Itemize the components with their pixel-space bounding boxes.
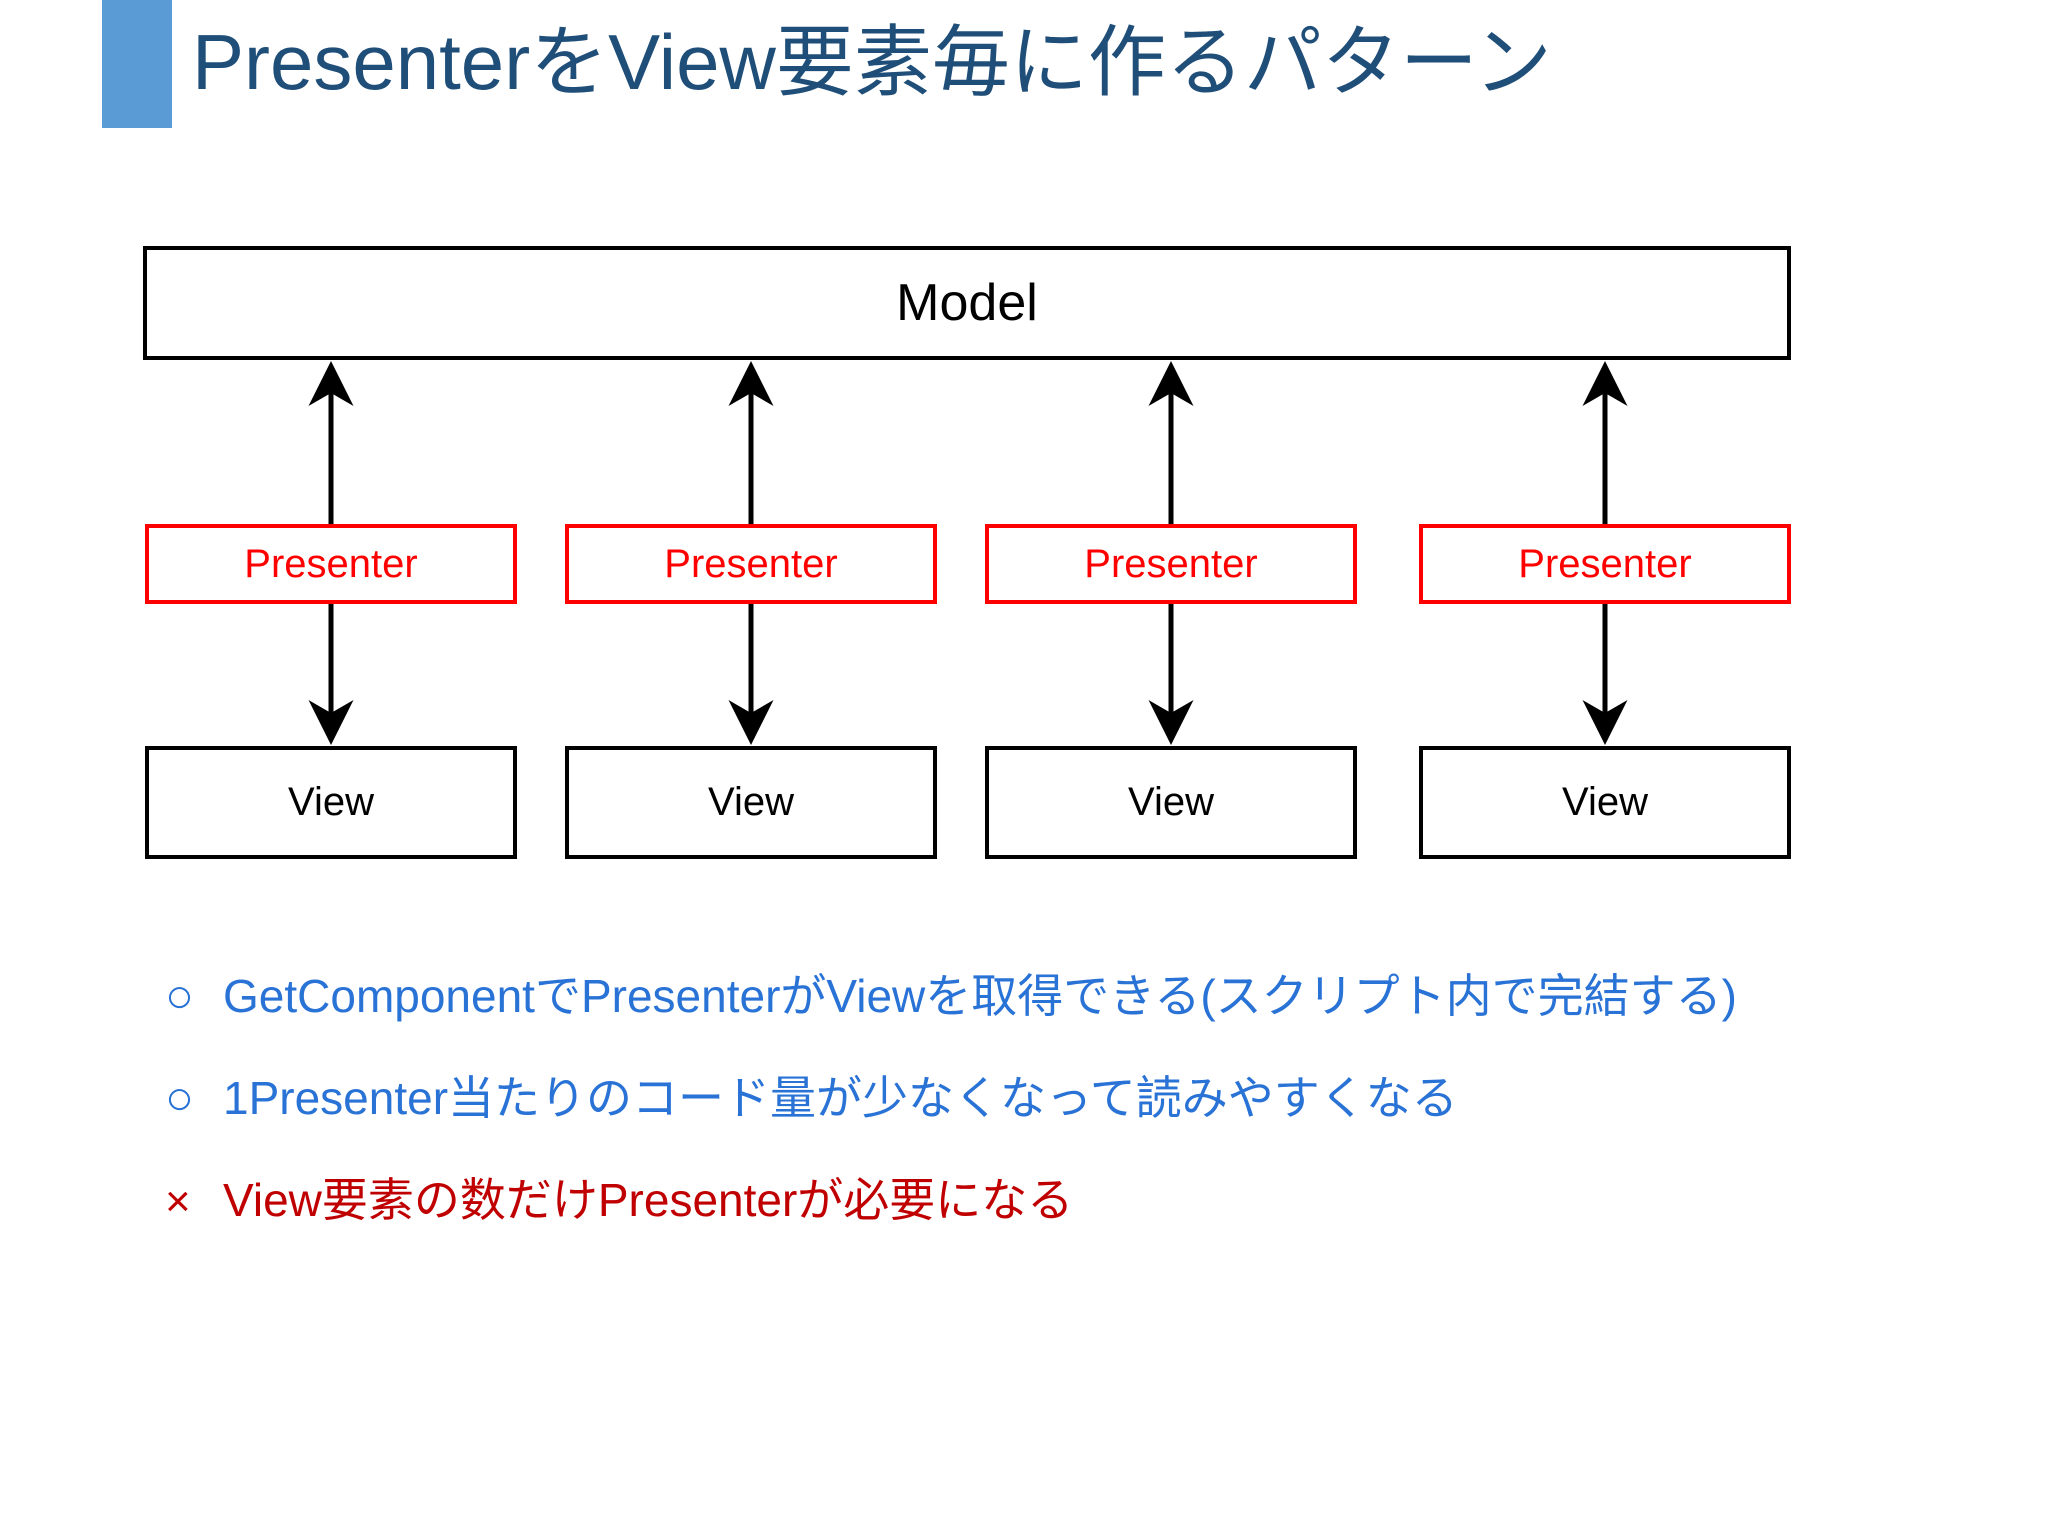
view-box-label: View xyxy=(288,780,374,824)
con-marker-icon: × xyxy=(165,1177,191,1226)
list-item: × View要素の数だけPresenterが必要になる xyxy=(165,1164,1965,1260)
presenter-box-label: Presenter xyxy=(244,541,418,586)
view-box-4[interactable]: View xyxy=(1419,746,1791,859)
title-accent-bar xyxy=(102,0,172,128)
list-item: ○ GetComponentでPresenterがViewを取得できる(スクリプ… xyxy=(165,960,1965,1062)
view-box-1[interactable]: View xyxy=(145,746,517,859)
presenter-box-1[interactable]: Presenter xyxy=(145,524,517,604)
view-box-label: View xyxy=(1128,780,1214,824)
list-item-label: View要素の数だけPresenterが必要になる xyxy=(223,1174,1074,1226)
presenter-box-4[interactable]: Presenter xyxy=(1419,524,1791,604)
list-item-label: 1Presenter当たりのコード量が少なくなって読みやすくなる xyxy=(223,1072,1458,1124)
presenter-box-label: Presenter xyxy=(1518,541,1692,586)
page-title: PresenterをView要素毎に作るパターン xyxy=(192,18,1552,106)
presenter-box-label: Presenter xyxy=(1084,541,1258,586)
list-item-label: GetComponentでPresenterがViewを取得できる(スクリプト内… xyxy=(223,970,1737,1022)
presenter-box-2[interactable]: Presenter xyxy=(565,524,937,604)
view-box-label: View xyxy=(708,780,794,824)
model-box[interactable]: Model xyxy=(143,246,1791,360)
model-box-label: Model xyxy=(896,274,1038,332)
view-box-label: View xyxy=(1562,780,1648,824)
list-item: ○ 1Presenter当たりのコード量が少なくなって読みやすくなる xyxy=(165,1062,1965,1164)
pro-marker-icon: ○ xyxy=(165,1072,194,1125)
presenter-box-label: Presenter xyxy=(664,541,838,586)
notes-list: ○ GetComponentでPresenterがViewを取得できる(スクリプ… xyxy=(165,960,1965,1260)
presenter-box-3[interactable]: Presenter xyxy=(985,524,1357,604)
view-box-2[interactable]: View xyxy=(565,746,937,859)
view-box-3[interactable]: View xyxy=(985,746,1357,859)
pro-marker-icon: ○ xyxy=(165,970,194,1023)
